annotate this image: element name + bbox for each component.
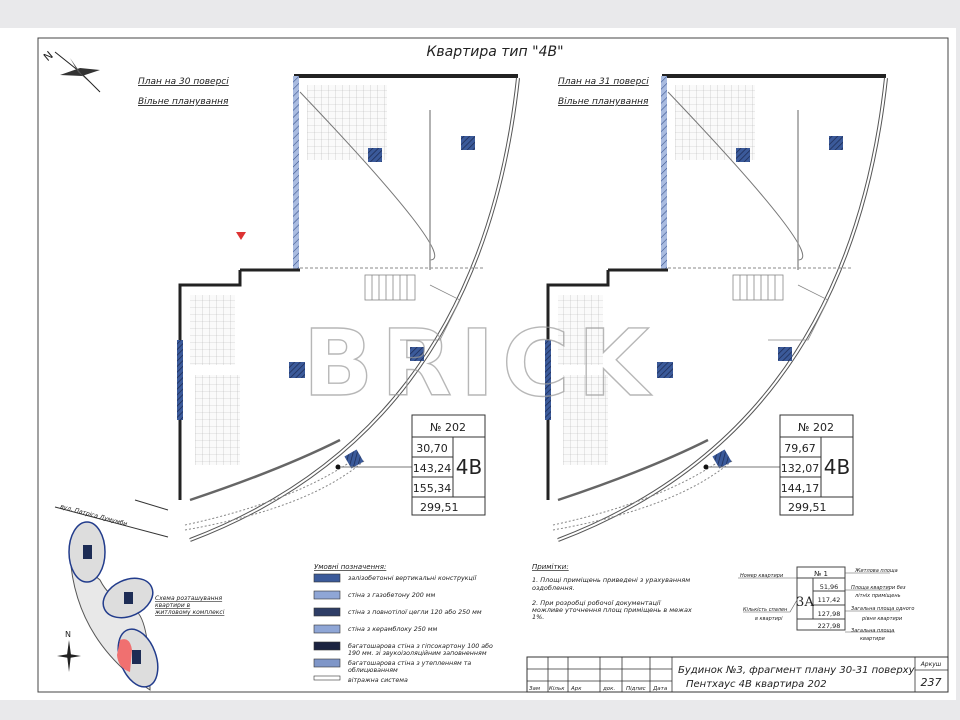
key-label: рівня квартири <box>861 616 903 622</box>
key-label: Площа квартири без <box>851 585 906 591</box>
key-label: квартири <box>860 636 886 642</box>
plan-right-title: План на 31 поверсі <box>558 77 649 87</box>
legend-label: 190 мм. зі звукоізоляційним заповненням <box>348 649 487 657</box>
key-number: № 1 <box>814 570 828 578</box>
plan-left-subtitle: Вільне планування <box>138 97 229 107</box>
north-arrow-icon: N <box>41 49 101 93</box>
apartment-info-left: № 202 30,70 143,24 155,34 299,51 4В <box>411 414 486 516</box>
tb-col: Арк <box>570 686 582 692</box>
note-line: оздоблення. <box>532 584 575 592</box>
sheet-frame <box>37 37 949 693</box>
area-value: 155,34 <box>413 482 452 495</box>
area-total: 299,51 <box>788 501 827 514</box>
legend-swatch <box>313 641 341 651</box>
legend-swatch <box>313 675 341 681</box>
legend-swatch <box>313 658 341 668</box>
note-line: 1%. <box>532 613 544 621</box>
area-value: 144,17 <box>781 482 820 495</box>
key-label: Номер квартири <box>740 573 784 579</box>
plan-left-title: План на 30 поверсі <box>138 77 229 87</box>
apartment-info-right: № 202 79,67 132,07 144,17 299,51 4В <box>779 414 854 516</box>
tb-col: Зам <box>529 686 540 692</box>
key-label: Загальна площа <box>851 628 894 634</box>
compass-bottom-label: N <box>65 630 71 639</box>
legend-label: багатошарова стіна з утепленням та <box>348 659 471 667</box>
key-label: в квартирі <box>755 616 783 622</box>
legend-title: Умовні позначення: <box>314 563 386 571</box>
scheme-caption: Схема розташування <box>155 595 222 602</box>
scheme-caption: квартири в <box>155 602 191 609</box>
apt-type: 4В <box>824 455 850 479</box>
sheet-number: 237 <box>921 676 942 689</box>
key-diagram: № 1 3А 51,96 117,42 127,98 227,98 Номер … <box>738 566 914 642</box>
tb-col: Дата <box>652 686 668 692</box>
area-value: 30,70 <box>416 442 448 455</box>
plan-right-subtitle: Вільне планування <box>558 97 649 107</box>
tb-col: Кільк <box>549 686 565 692</box>
legend-label: залізобетонні вертикальні конструкції <box>348 574 478 582</box>
apartment-highlight <box>117 639 132 672</box>
tb-col: Підпис <box>626 686 646 692</box>
legend-label: вітражна система <box>348 676 408 684</box>
note-line: можливе уточнення площ приміщень в межах <box>532 606 692 614</box>
key-total: 227,98 <box>818 622 841 630</box>
notes: Примітки: 1. Площі приміщень приведені з… <box>532 563 692 621</box>
key-label: Житлова площа <box>854 568 898 574</box>
legend-label: стіна з повнотілої цегли 120 або 250 мм <box>348 608 482 616</box>
sheet-title: Квартира тип "4В" <box>426 44 563 60</box>
notes-title: Примітки: <box>532 563 569 571</box>
legend-label: облицюванням <box>348 666 398 674</box>
note-line: 2. При розробці робочої документації <box>532 599 662 607</box>
sheet-label: Аркуш <box>920 661 942 668</box>
title-line-1: Будинок №3, фрагмент плану 30-31 поверху <box>678 665 916 676</box>
north-compass-icon: N <box>57 630 81 672</box>
legend-swatch <box>313 607 341 617</box>
site-scheme: вул. Патріса Лумумби Схема розташування … <box>54 499 225 691</box>
legend-swatch <box>313 590 341 600</box>
scheme-caption: житловому комплексі <box>154 609 225 616</box>
watermark-logo: BRICK <box>303 310 657 417</box>
title-line-2: Пентхаус 4В квартира 202 <box>686 679 827 690</box>
area-value: 79,67 <box>784 442 816 455</box>
area-total: 299,51 <box>420 501 459 514</box>
title-block: Зам Кільк Арк док. Підпис Дата Будинок №… <box>526 656 949 693</box>
legend-label: стіна з керамблоку 250 мм <box>348 625 438 633</box>
key-rooms: 3А <box>796 595 814 610</box>
legend: Умовні позначення: залізобетонні вертика… <box>313 563 493 684</box>
entrance-arrow-icon <box>236 232 246 240</box>
compass-top-label: N <box>41 49 56 64</box>
apt-number: № 202 <box>798 421 834 434</box>
key-value: 117,42 <box>818 596 841 604</box>
legend-label: стіна з газобетону 200 мм <box>348 591 435 599</box>
legend-swatch <box>313 624 341 634</box>
key-label: Загальна площа одного <box>851 606 914 612</box>
area-value: 132,07 <box>781 462 820 475</box>
key-value: 127,98 <box>818 610 841 618</box>
area-value: 143,24 <box>413 462 452 475</box>
legend-swatch <box>313 573 341 583</box>
note-line: 1. Площі приміщень приведені з урахуванн… <box>532 576 690 584</box>
key-label: Кількість спален <box>743 607 788 613</box>
apt-type: 4В <box>456 455 482 479</box>
key-value: 51,96 <box>820 583 839 591</box>
legend-label: багатошарова стіна з гіпсокартону 100 аб… <box>348 642 493 650</box>
apt-number: № 202 <box>430 421 466 434</box>
tb-col: док. <box>602 686 615 692</box>
key-label: літніх приміщень <box>854 593 901 599</box>
